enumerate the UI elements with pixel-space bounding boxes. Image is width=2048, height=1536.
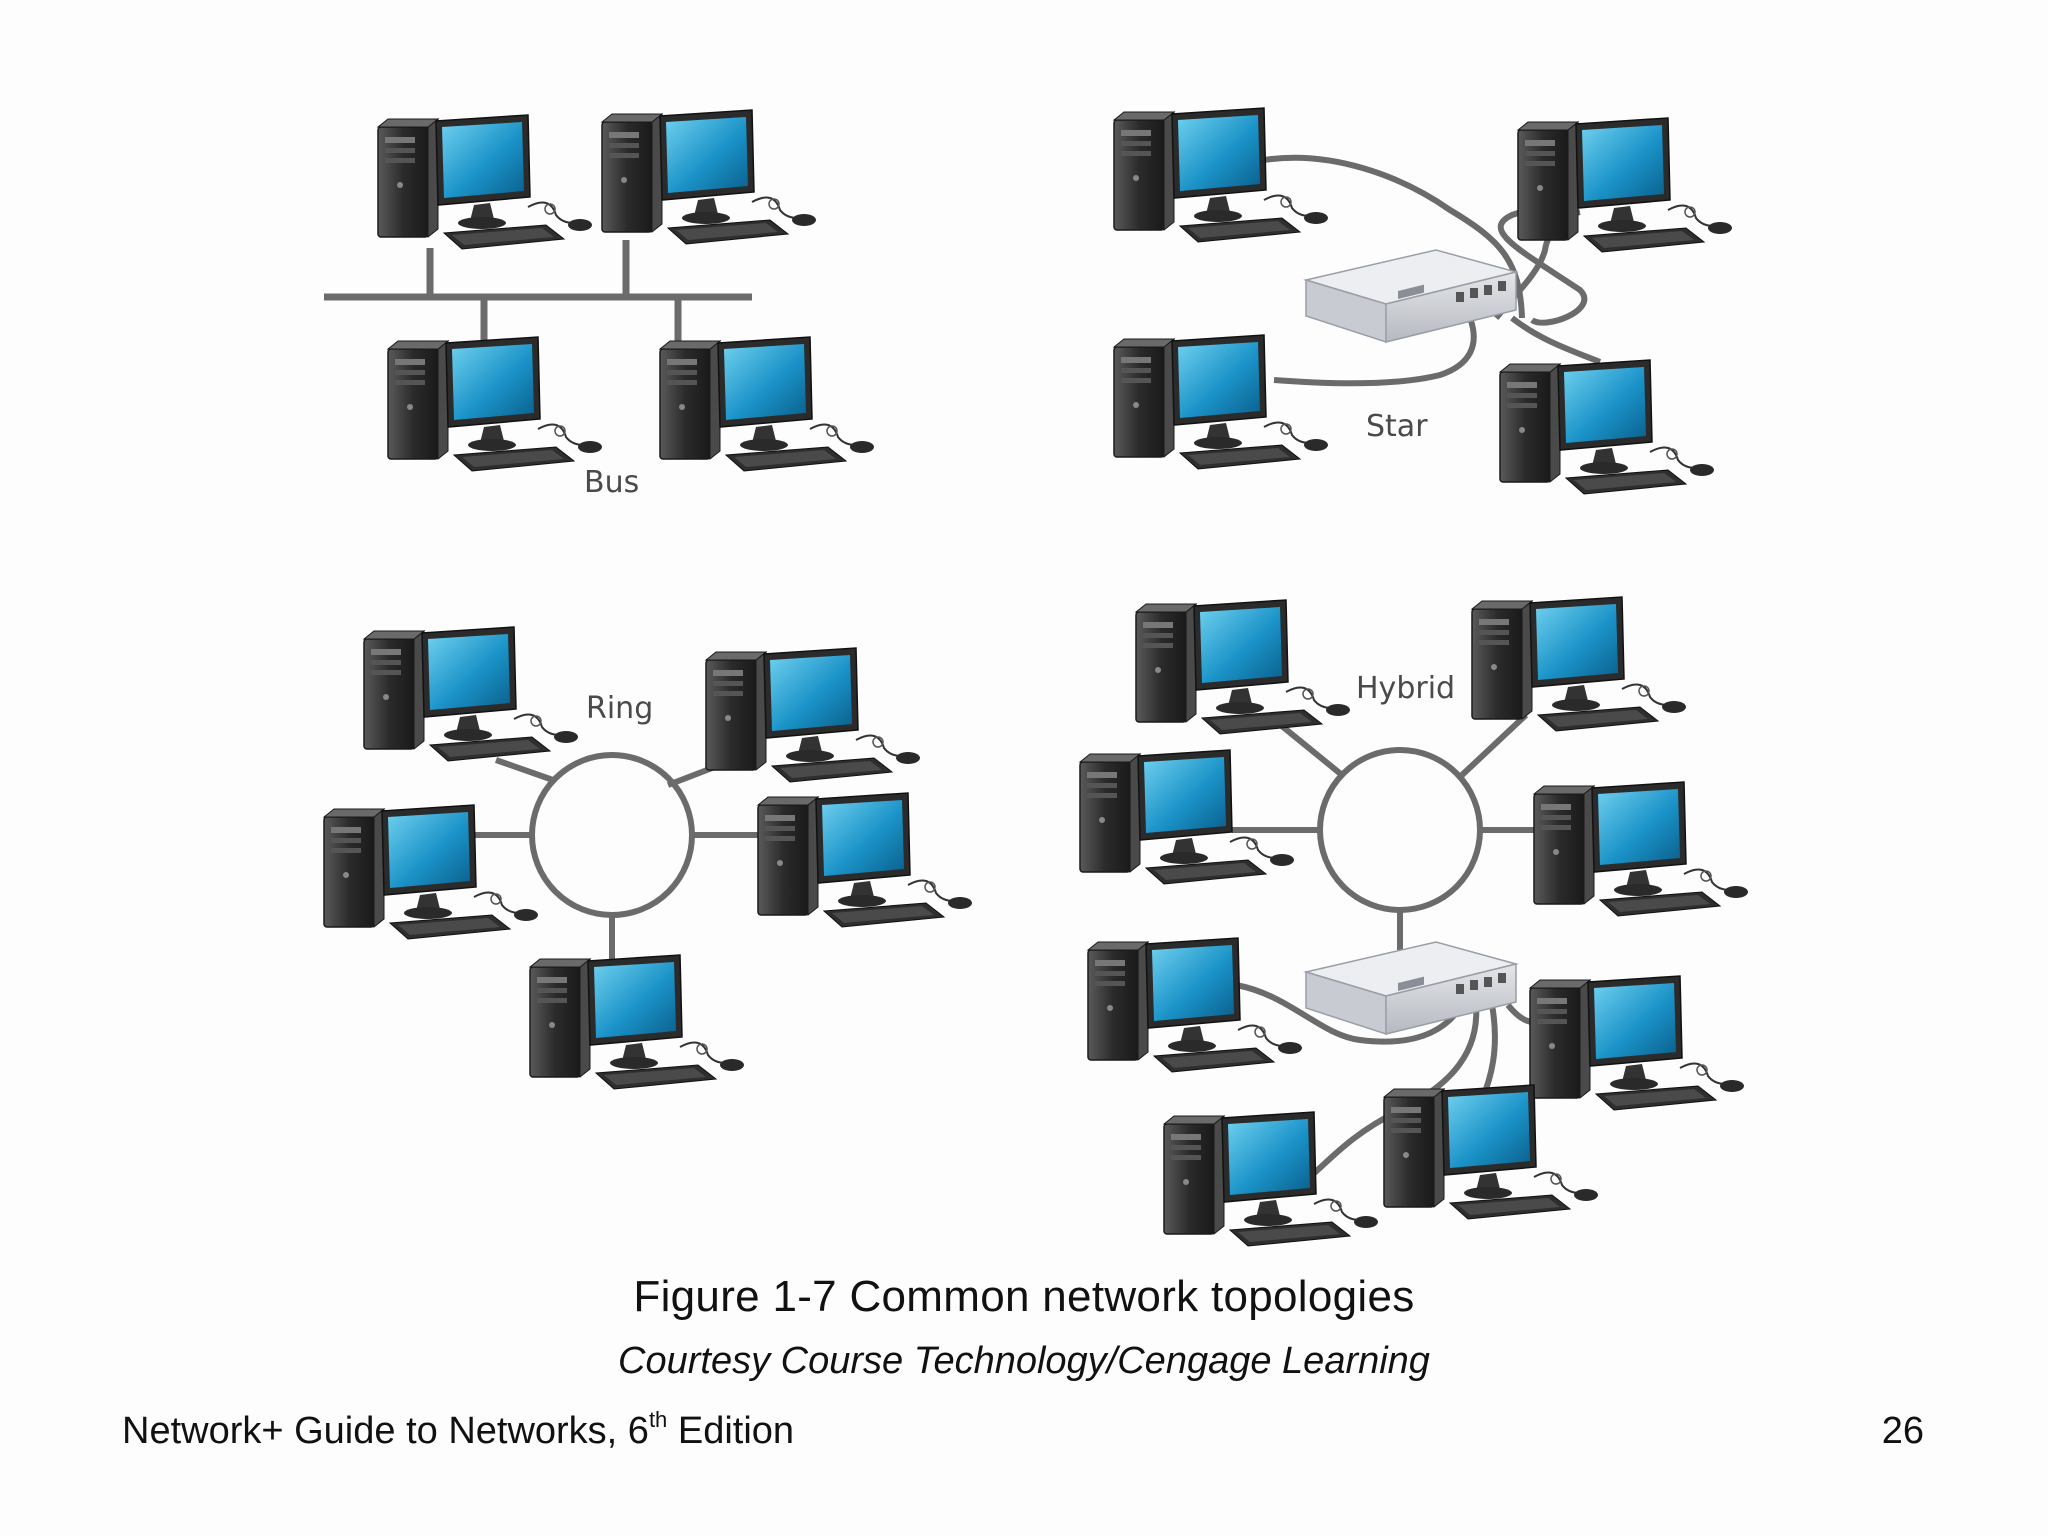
bus-topology: Bus (324, 109, 875, 500)
star-hub (1305, 249, 1517, 343)
hybrid-computer (1087, 937, 1303, 1073)
ring-computer (705, 647, 921, 783)
bus-computer (601, 109, 817, 245)
hybrid-computer (1471, 596, 1687, 732)
star-computer (1499, 359, 1715, 495)
hybrid-computer (1135, 599, 1351, 735)
hybrid-topology: Hybrid (1079, 596, 1749, 1247)
hybrid-computer (1079, 749, 1295, 885)
book-title-suffix: Edition (667, 1410, 795, 1452)
bus-backbone-cable (324, 240, 752, 342)
hybrid-label: Hybrid (1356, 671, 1455, 706)
ring-label: Ring (586, 691, 653, 726)
ring-computer (529, 954, 745, 1090)
book-title-prefix: Network+ Guide to Networks, 6 (122, 1410, 649, 1452)
ring-computer (323, 804, 539, 940)
star-computer (1517, 117, 1733, 253)
figure-credit: Courtesy Course Technology/Cengage Learn… (618, 1340, 1430, 1382)
hybrid-computer (1383, 1084, 1599, 1220)
star-computer (1113, 334, 1329, 470)
figure-caption: Figure 1-7 Common network topologies (633, 1272, 1415, 1321)
footer-book-title: Network+ Guide to Networks, 6th Edition (122, 1407, 795, 1453)
hybrid-computer (1529, 975, 1745, 1111)
bus-computer (387, 336, 603, 472)
star-label: Star (1366, 409, 1428, 444)
hybrid-hub (1305, 941, 1517, 1035)
bus-computer (659, 336, 875, 472)
page-number: 26 (1881, 1410, 1924, 1452)
book-title-superscript: th (648, 1407, 668, 1432)
star-topology: Star (1113, 107, 1733, 495)
ring-topology: Ring (323, 626, 973, 1090)
bus-computer (377, 114, 593, 250)
hybrid-computer (1533, 781, 1749, 917)
bus-label: Bus (584, 465, 639, 500)
star-computer (1113, 107, 1329, 243)
hybrid-computer (1163, 1111, 1379, 1247)
ring-computer (363, 626, 579, 762)
ring-cables (470, 752, 760, 960)
ring-computer (757, 792, 973, 928)
